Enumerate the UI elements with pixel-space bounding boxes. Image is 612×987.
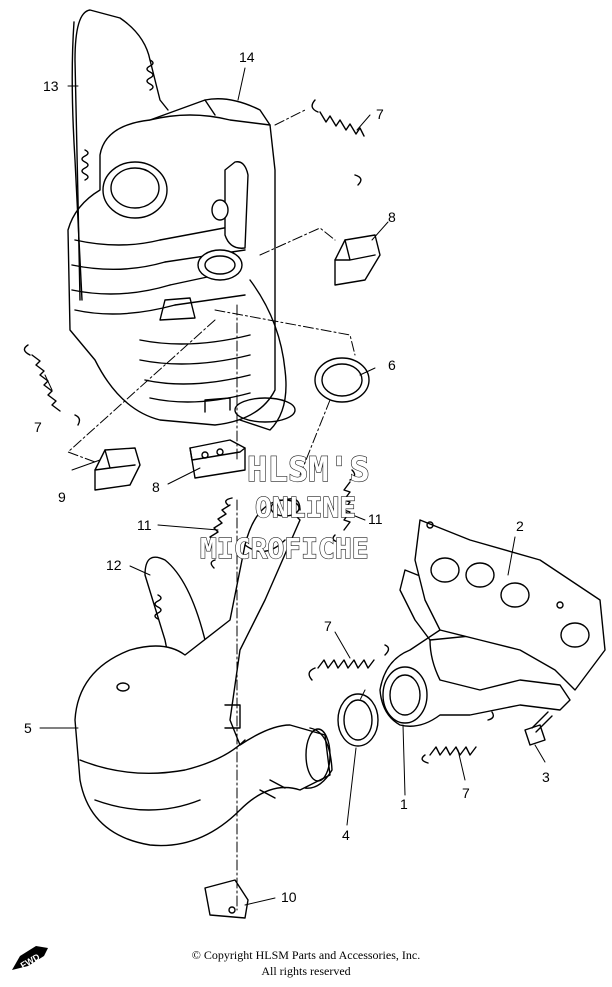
watermark-line-1: HLSM'S xyxy=(247,450,370,490)
spring-part-7-middle xyxy=(308,644,390,681)
callout-7-bottom: 7 xyxy=(462,785,470,801)
manifold-gasket-part-2 xyxy=(414,519,606,691)
muffler-box-part-14 xyxy=(67,98,296,431)
callout-5: 5 xyxy=(24,720,32,736)
rubber-damper-part-9 xyxy=(94,447,141,491)
watermark-line-2: ONLINE xyxy=(255,491,356,524)
watermark-line-3: MICROFICHE xyxy=(200,532,369,565)
exhaust-manifold-part-1 xyxy=(379,569,581,727)
retaining-wire-part-13 xyxy=(71,9,169,301)
callout-labels: 13 14 7 8 6 7 9 8 11 11 12 2 7 5 3 7 1 4… xyxy=(24,49,550,905)
bolt-part-3 xyxy=(524,711,553,746)
spring-part-7-bottom xyxy=(421,711,495,764)
gasket-part-4 xyxy=(337,693,379,747)
callout-14: 14 xyxy=(239,49,255,65)
callout-3: 3 xyxy=(542,769,550,785)
callout-4: 4 xyxy=(342,827,350,843)
callout-8-top: 8 xyxy=(388,209,396,225)
callout-7-left: 7 xyxy=(34,419,42,435)
assembly-lines xyxy=(67,109,366,911)
gasket-part-6 xyxy=(314,357,370,403)
callout-2: 2 xyxy=(516,518,524,534)
leader-lines xyxy=(39,67,546,906)
rights-text: All rights reserved xyxy=(261,964,351,978)
callout-12: 12 xyxy=(106,557,122,573)
watermark: HLSM'S ONLINE MICROFICHE xyxy=(199,449,370,565)
fwd-arrow-icon: FWD xyxy=(12,946,48,971)
callout-10: 10 xyxy=(281,889,297,905)
callout-7-middle: 7 xyxy=(324,618,332,634)
spring-part-7-top xyxy=(311,99,365,186)
callout-13: 13 xyxy=(43,78,59,94)
exhaust-pipe-part-5 xyxy=(74,498,333,847)
rubber-damper-part-8-top xyxy=(334,234,381,286)
callout-9: 9 xyxy=(58,489,66,505)
callout-11-left: 11 xyxy=(137,517,152,533)
copyright-text: © Copyright HLSM Parts and Accessories, … xyxy=(191,948,421,962)
callout-6: 6 xyxy=(388,357,396,373)
callout-11-right: 11 xyxy=(368,511,383,527)
rubber-damper-part-10 xyxy=(204,879,249,919)
spring-part-7-left xyxy=(23,344,81,426)
callout-8-bottom: 8 xyxy=(152,479,160,495)
callout-7-top: 7 xyxy=(376,106,384,122)
callout-1: 1 xyxy=(400,796,408,812)
spring-part-11-left xyxy=(205,497,233,569)
spring-part-11-right xyxy=(332,469,356,543)
rubber-damper-part-8-bottom xyxy=(189,439,246,479)
